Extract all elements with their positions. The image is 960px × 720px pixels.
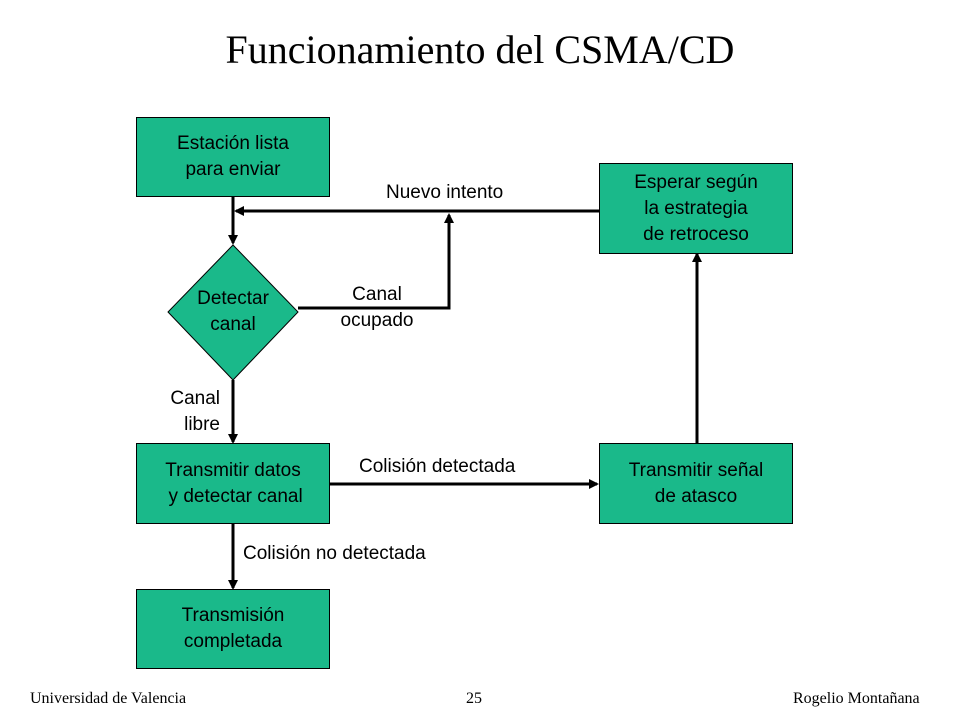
- edge-collision-label: Colisión detectada: [359, 456, 516, 477]
- arrow-busy: [298, 213, 454, 310]
- footer-right: Rogelio Montañana: [793, 690, 920, 707]
- node-complete-label: Transmisión completada: [181, 605, 285, 652]
- edge-free-label: Canal libre: [170, 388, 220, 435]
- page-title: Funcionamiento del CSMA/CD: [225, 27, 735, 72]
- node-transmit: Transmitir datos y detectar canal: [136, 443, 330, 524]
- node-sense-label: Detectar canal: [197, 288, 269, 335]
- footer-page-number: 25: [466, 690, 482, 707]
- node-transmit-label: Transmitir datos y detectar canal: [165, 459, 303, 507]
- node-jam: Transmitir señal de atasco: [599, 443, 793, 524]
- edge-no-collision-label: Colisión no detectada: [243, 543, 426, 564]
- node-backoff-label: Esperar según la estrategia de retroceso: [634, 171, 758, 245]
- node-jam-label: Transmitir señal de atasco: [628, 459, 764, 507]
- node-backoff: Esperar según la estrategia de retroceso: [599, 163, 793, 254]
- edge-busy-label: Canal ocupado: [340, 284, 414, 331]
- node-ready-label: Estación lista para enviar: [177, 133, 289, 180]
- footer-left: Universidad de Valencia: [30, 690, 187, 707]
- edge-retry-label: Nuevo intento: [386, 182, 504, 203]
- node-complete: Transmisión completada: [136, 589, 330, 669]
- node-ready: Estación lista para enviar: [136, 117, 330, 197]
